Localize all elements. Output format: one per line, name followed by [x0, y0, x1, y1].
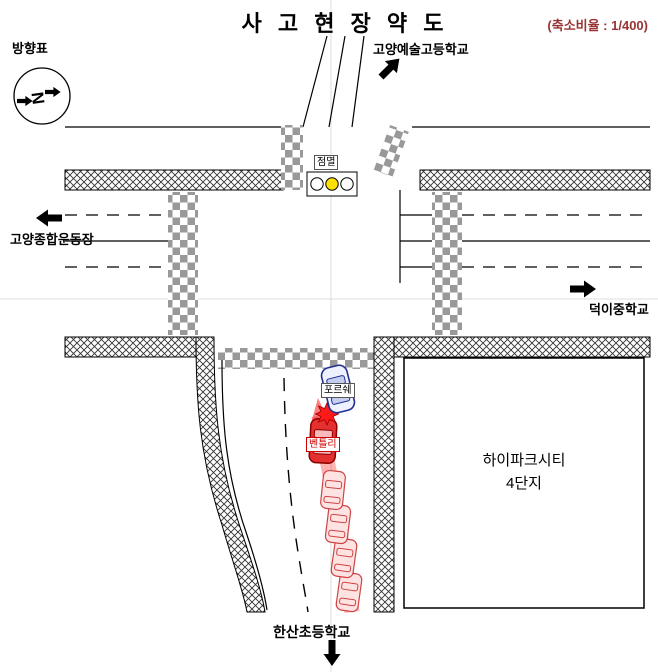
porsche-label: 포르쉐 — [321, 383, 355, 398]
building-label: 하이파크시티 4단지 — [404, 450, 644, 495]
curb-band-left — [195, 336, 266, 613]
destination-bottom-label: 한산초등학교 — [273, 624, 351, 640]
crosswalks — [168, 124, 462, 369]
traffic-light-icon — [306, 171, 358, 197]
crosswalk-right — [432, 192, 462, 335]
bentley-label: 벤틀리 — [306, 437, 340, 452]
center-dashed-line — [283, 377, 309, 613]
building-block: 4단지 — [506, 474, 542, 492]
branch-road — [302, 35, 365, 128]
crosswalk-bottom — [218, 348, 374, 369]
building-name: 하이파크시티 — [482, 452, 566, 469]
signal-state-label: 점멸 — [314, 155, 339, 170]
ghost-car-icon — [320, 469, 346, 511]
compass-north-letter: N — [27, 91, 48, 106]
building-outline — [403, 357, 645, 609]
curb-line-left — [221, 359, 268, 611]
destination-top-label: 고양예술고등학교 — [373, 42, 469, 57]
hatch-band-top-right — [419, 169, 651, 191]
curb-band-right — [373, 336, 395, 613]
compass-label: 방향표 — [12, 41, 48, 56]
page-title: 사 고 현 장 약 도 — [241, 11, 449, 36]
destination-left-label: 고양종합운동장 — [10, 232, 94, 247]
ghost-car-icon — [330, 537, 358, 579]
compass-icon: N — [13, 67, 71, 125]
lane-markings — [65, 190, 650, 283]
left-arrow-icon — [36, 209, 62, 227]
destination-right-label: 덕이중학교 — [589, 302, 649, 317]
crosswalk-branch-left — [281, 125, 303, 190]
main-road — [64, 126, 651, 358]
down-arrow-icon — [323, 640, 341, 666]
crosswalk-left — [168, 192, 198, 335]
ghost-car-icon — [324, 503, 352, 545]
bottom-road — [195, 336, 395, 613]
crosswalk-branch-right — [373, 124, 409, 177]
hatch-band-bottom-right — [393, 336, 651, 358]
hatch-band-top-left — [64, 169, 284, 191]
right-arrow-icon — [570, 280, 596, 298]
scale-note: (축소비율 : 1/400) — [547, 18, 648, 33]
hatch-band-bottom-left — [64, 336, 197, 358]
